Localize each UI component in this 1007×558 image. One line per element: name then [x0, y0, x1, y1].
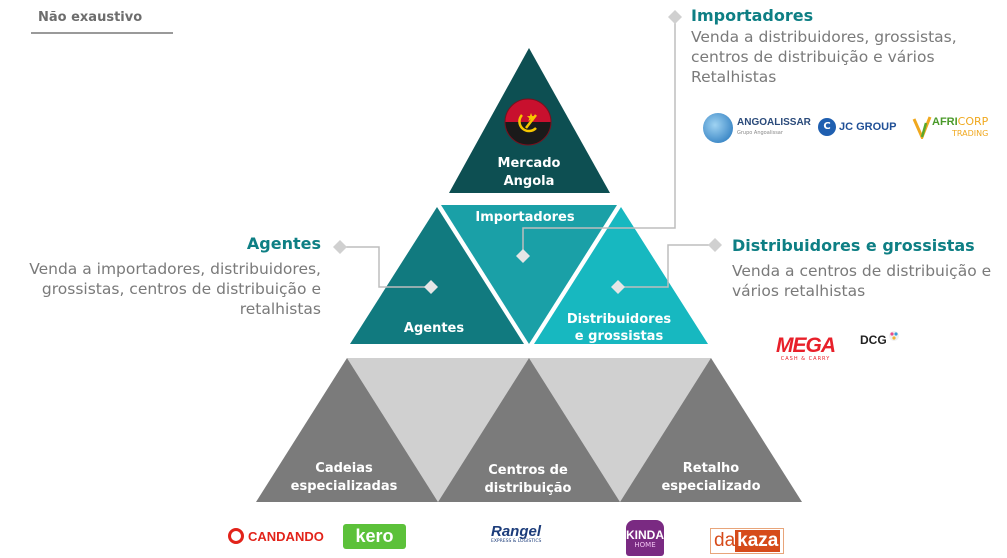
- tri-agentes: [350, 207, 524, 344]
- apex-label-line1: Mercado: [498, 156, 561, 171]
- kinda-logo: KINDA HOME: [626, 520, 664, 556]
- kero-name: kero: [355, 526, 394, 546]
- tri-retalho: [620, 358, 802, 502]
- importadores-label: Importadores: [475, 210, 574, 225]
- tri-cadeias: [256, 358, 438, 502]
- dcg-name: DCG: [860, 333, 887, 347]
- distribuidores-label-line2: e grossistas: [575, 329, 664, 344]
- rangel-logo: Rangel EXPRESS & LOGISTICS: [491, 524, 541, 544]
- angoalissar-icon: [703, 113, 733, 143]
- tri-inverted-left: [347, 358, 529, 502]
- distribuidores-callout-desc: Venda a centros de distribuição e vários…: [732, 262, 992, 300]
- jcgroup-icon: C: [818, 118, 836, 136]
- agentes-callout-title: Agentes: [246, 234, 321, 253]
- africorp-c: TRADING: [952, 129, 989, 138]
- dakaza-a: da: [714, 530, 736, 551]
- cadeias-label-line2: especializadas: [291, 479, 398, 494]
- kinda-sub: HOME: [634, 541, 656, 549]
- mega-sub: CASH & CARRY: [780, 356, 831, 362]
- kinda-name: KINDA: [626, 528, 664, 542]
- africorp-a: AFRI: [932, 116, 958, 128]
- tri-importadores: [441, 205, 617, 344]
- candando-icon: [228, 528, 244, 544]
- apex-label-line2: Angola: [504, 174, 555, 189]
- agentes-callout-desc: Venda a importadores, distribuidores, gr…: [29, 260, 321, 318]
- cadeias-label-line1: Cadeias: [315, 461, 373, 476]
- mega-name: MEGA: [776, 334, 836, 357]
- tri-distribuidores: [534, 207, 708, 344]
- candando-logo: CANDANDO: [228, 528, 324, 544]
- jcgroup-logo: C JC GROUP: [818, 118, 896, 136]
- connector-importadores: [522, 17, 676, 256]
- connector-lines: [343, 17, 715, 288]
- retalho-label-line2: especializado: [661, 479, 760, 494]
- tri-inverted-right: [529, 358, 711, 502]
- mega-logo: MEGA CASH & CARRY: [776, 334, 836, 362]
- agentes-callout: Agentes Venda a importadores, distribuid…: [1, 234, 321, 319]
- africorp-leaf-icon: [912, 115, 932, 139]
- connector-markers: [333, 10, 722, 294]
- dcg-dots-icon: [888, 331, 899, 341]
- rangel-sub: EXPRESS & LOGISTICS: [491, 539, 542, 544]
- candando-name: CANDANDO: [248, 528, 324, 544]
- angoalissar-name: ANGOALISSAR: [737, 117, 811, 128]
- non-exhaustive-tag: Não exaustivo: [31, 10, 173, 34]
- distribuidores-label-line1: Distribuidores: [567, 312, 672, 327]
- centros-label-line1: Centros de: [488, 463, 568, 478]
- angoalissar-logo: ANGOALISSAR Grupo Angoalissar: [703, 113, 811, 143]
- jcgroup-name: JC GROUP: [839, 121, 897, 133]
- dakaza-b: kaza: [735, 530, 781, 552]
- agentes-label: Agentes: [404, 321, 464, 336]
- rangel-name: Rangel: [491, 523, 542, 540]
- dakaza-logo: da kaza: [710, 528, 785, 554]
- importadores-callout-title: Importadores: [691, 6, 814, 25]
- tri-centros: [438, 358, 620, 502]
- angoalissar-sub: Grupo Angoalissar: [737, 130, 783, 136]
- connector-distribuidores: [618, 244, 715, 288]
- importadores-callout-desc: Venda a distribuidores, grossistas, cent…: [691, 28, 957, 86]
- dcg-logo: DCG: [860, 331, 900, 347]
- centros-label-line2: distribuição: [484, 481, 571, 496]
- distribuidores-callout: Distribuidores e grossistas Venda a cent…: [732, 236, 1007, 301]
- importadores-callout: Importadores Venda a distribuidores, gro…: [691, 6, 1007, 87]
- distribuidores-callout-title: Distribuidores e grossistas: [732, 236, 975, 255]
- kero-logo: kero: [343, 524, 406, 549]
- angola-flag-icon: [504, 98, 552, 146]
- africorp-b: CORP: [957, 115, 989, 128]
- retalho-label-line1: Retalho: [683, 461, 740, 476]
- africorp-logo: AFRICORP TRADING: [912, 114, 988, 139]
- connector-agentes: [343, 246, 431, 288]
